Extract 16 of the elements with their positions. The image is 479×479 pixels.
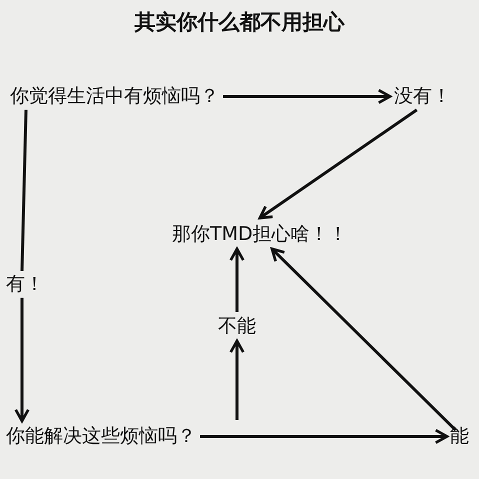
flow-text: 你能解决这些烦恼吗？ xyxy=(6,426,196,447)
arrow xyxy=(14,298,30,422)
flow-text: 有！ xyxy=(6,274,44,295)
flow-text: 那你TMD担心啥！！ xyxy=(172,224,348,245)
arrow xyxy=(229,340,245,420)
connector-line xyxy=(20,110,28,272)
arrow xyxy=(223,88,392,104)
arrow xyxy=(270,248,457,432)
title: 其实你什么都不用担心 xyxy=(134,10,344,34)
arrow xyxy=(258,108,418,220)
flow-text: 你觉得生活中有烦恼吗？ xyxy=(10,86,219,107)
arrow xyxy=(200,428,448,444)
flow-text: 能 xyxy=(450,426,469,447)
flow-text: 不能 xyxy=(218,316,256,337)
flow-text: 没有！ xyxy=(394,86,451,107)
arrow xyxy=(229,248,245,312)
